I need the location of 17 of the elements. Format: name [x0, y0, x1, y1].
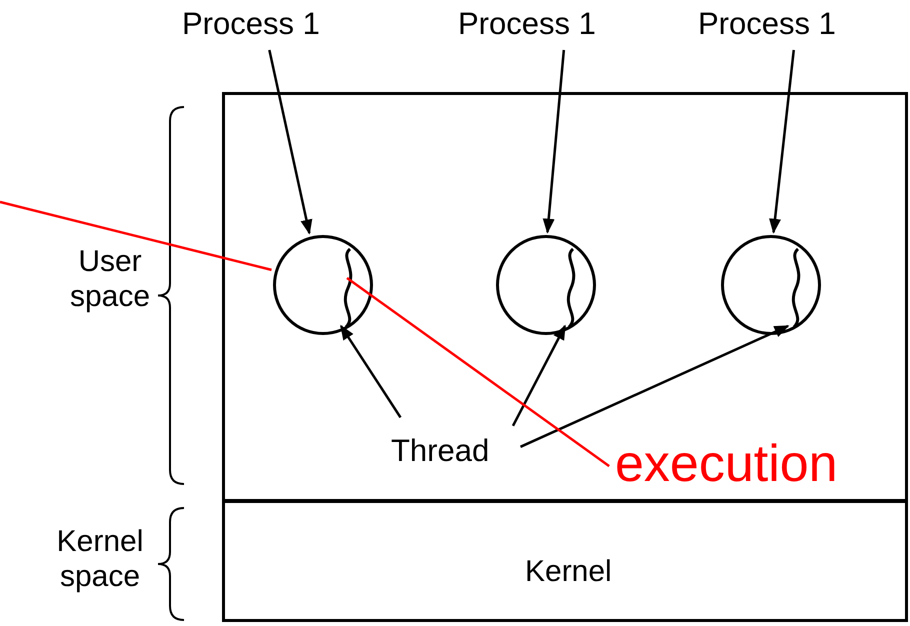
execution-label: execution — [615, 435, 838, 495]
process-label: Process 1 — [698, 6, 836, 42]
arrow — [340, 324, 402, 418]
process-label: Process 1 — [182, 6, 320, 42]
process-circle — [496, 235, 596, 335]
region-label: Kernel space — [56, 525, 144, 594]
process-circle — [273, 235, 373, 335]
process-circle — [721, 235, 821, 335]
arrow — [769, 50, 795, 234]
kernel-label: Kernel — [525, 555, 612, 590]
arrow — [268, 50, 312, 235]
arrow — [542, 50, 566, 234]
thread-label: Thread — [391, 433, 490, 469]
process-label: Process 1 — [458, 6, 596, 42]
arrow — [512, 324, 566, 426]
region-label: User space — [68, 245, 152, 314]
arrow — [520, 324, 790, 448]
